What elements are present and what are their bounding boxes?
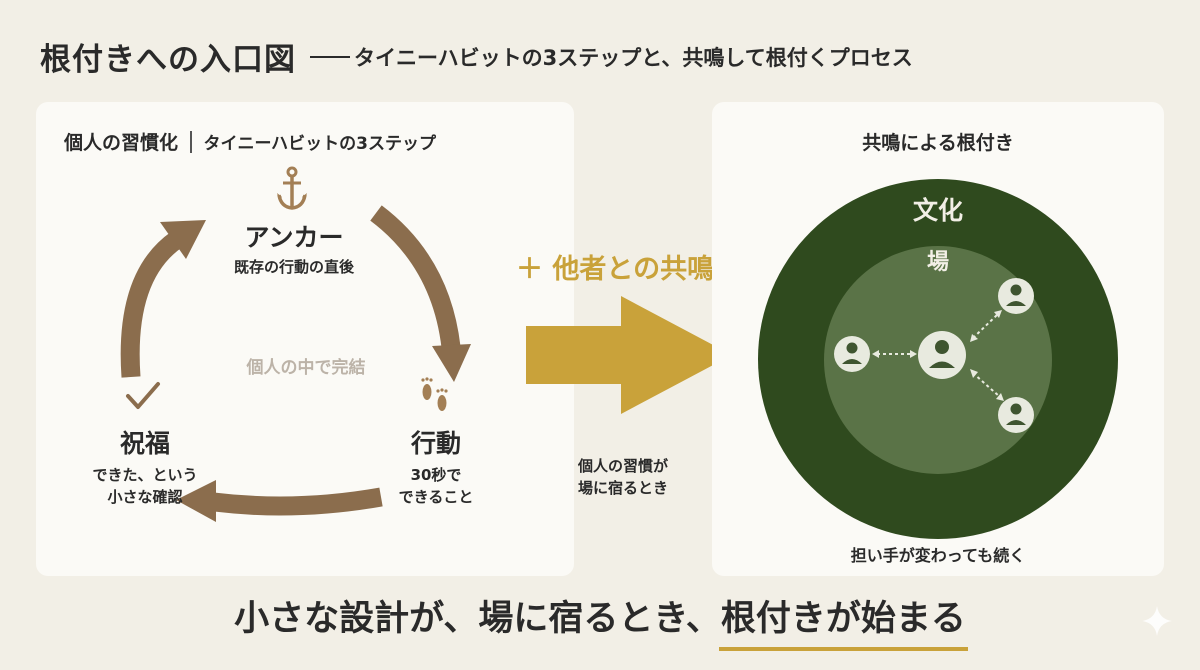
cycle-arrow-top-right	[370, 205, 471, 382]
big-arrow-shape	[526, 296, 732, 414]
culture-label: 文化	[912, 196, 963, 225]
step-action-desc-line1: 30秒で	[410, 466, 462, 484]
step-action-title: 行動	[410, 429, 461, 458]
field-label: 場	[926, 250, 949, 275]
footprints-icon	[421, 377, 448, 411]
resonance-diagram	[758, 179, 1118, 539]
connection-bottom-right	[970, 369, 1004, 401]
step-anchor-title: アンカー	[244, 223, 344, 252]
person-icon-top-right	[998, 278, 1034, 314]
left-panel-header: 個人の習慣化 タイニーハビットの3ステップ	[64, 128, 436, 155]
left-panel-header-sub: タイニーハビットの3ステップ	[203, 134, 437, 154]
arrow-caption-line2: 場に宿るとき	[577, 479, 668, 497]
cycle-center-label: 個人の中で完結	[246, 358, 366, 378]
anchor-icon	[277, 166, 307, 210]
person-icon-center	[918, 331, 966, 379]
cycle-arrow-bottom	[176, 480, 383, 522]
step-celebration-title: 祝福	[119, 429, 170, 458]
big-arrow	[526, 296, 732, 414]
step-action-desc-line2: できること	[398, 488, 474, 506]
connection-top-right	[970, 310, 1002, 342]
highlight-underline	[718, 647, 968, 651]
step-celebration-desc-line2: 小さな確認	[107, 488, 183, 506]
sparkle-icon	[1142, 606, 1172, 636]
arrow-caption: 個人の習慣が 場に宿るとき	[548, 455, 698, 499]
bottom-message-highlight: 根付きが始まる	[718, 590, 968, 651]
step-action: 行動 30秒で できること	[366, 424, 506, 508]
right-panel: 共鳴による根付き	[712, 102, 1164, 576]
cycle-arrow-left	[120, 220, 206, 378]
right-panel-caption: 担い手が変わっても続く	[850, 546, 1026, 565]
page-subtitle: タイニーハビットの3ステップと、共鳴して根付くプロセス	[354, 45, 913, 70]
step-celebration: 祝福 できた、という 小さな確認	[60, 424, 230, 508]
step-celebration-desc-line1: できた、という	[92, 466, 198, 484]
person-icon-left	[834, 336, 870, 372]
page-title: 根付きへの入口図 タイニーハビットの3ステップと、共鳴して根付くプロセス	[40, 34, 913, 79]
bottom-message: 小さな設計が、場に宿るとき、根付きが始まる	[0, 590, 1200, 651]
resonance-label: ＋ 他者との共鳴	[516, 254, 715, 285]
habit-cycle-diagram	[120, 166, 471, 522]
left-panel-header-main: 個人の習慣化	[64, 132, 179, 154]
arrow-caption-line1: 個人の習慣が	[577, 457, 668, 475]
left-panel: 個人の習慣化 タイニーハビットの3ステップ	[36, 102, 574, 576]
right-panel-title: 共鳴による根付き	[862, 132, 1014, 154]
page-title-main: 根付きへの入口図	[40, 42, 296, 78]
step-anchor: アンカー 既存の行動の直後	[194, 218, 394, 278]
person-icon-bottom-right	[998, 397, 1034, 433]
header-separator	[190, 130, 192, 153]
checkmark-icon	[126, 382, 160, 409]
title-dash	[310, 55, 350, 58]
step-anchor-desc: 既存の行動の直後	[233, 258, 354, 276]
bottom-message-lead: 小さな設計が、場に宿るとき、	[234, 599, 721, 639]
bottom-message-highlight-text: 根付きが始まる	[720, 599, 966, 639]
connection-left	[872, 350, 917, 358]
